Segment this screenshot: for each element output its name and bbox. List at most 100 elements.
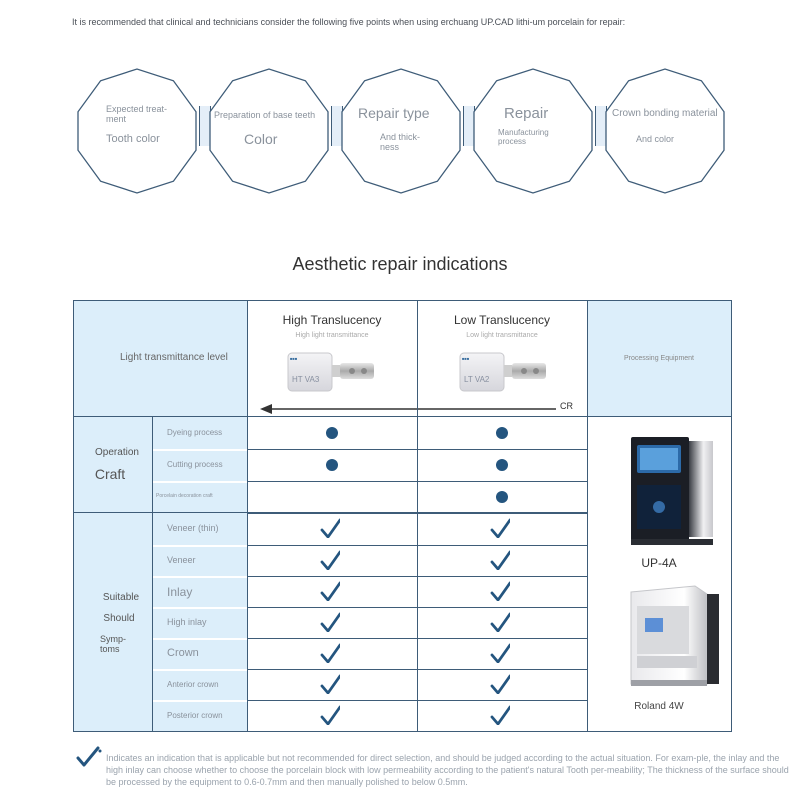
check-icon: [490, 674, 510, 694]
row-label: High inlay: [167, 617, 207, 627]
arrow-label: CR: [560, 401, 573, 411]
row-label: Veneer: [167, 555, 196, 565]
lt-block-logo: ■■■: [462, 356, 470, 361]
lt-title: Low Translucency: [453, 313, 551, 327]
header-left-label: Light transmittance level: [120, 352, 228, 363]
ht-block-label: HT VA3: [292, 375, 320, 384]
row-label: Cutting process: [167, 459, 223, 469]
row-label: Dyeing process: [167, 427, 223, 437]
footnote-text: Indicates an indication that is applicab…: [106, 753, 789, 787]
decagon-shape: [341, 68, 461, 194]
footnote-check-icon: [76, 746, 102, 768]
equipment-name-up4a: UP-4A: [641, 556, 677, 570]
check-icon: [490, 550, 510, 570]
ht-title: High Translucency: [282, 313, 382, 327]
translucency-arrow: [260, 402, 560, 414]
consideration-line1: Repair: [504, 105, 549, 122]
divider: [153, 545, 247, 547]
dot-icon: [326, 426, 338, 439]
decagon-shape: [209, 68, 329, 194]
dot-icon: [496, 490, 508, 503]
check-icon: [320, 674, 340, 694]
check-icon: [320, 581, 340, 601]
decagon-shape: [77, 68, 197, 194]
group-symptoms-line2: Should: [103, 613, 135, 624]
ht-block-logo: ■■■: [290, 356, 298, 361]
consideration-line1: Expected treat-ment: [106, 104, 168, 124]
row-label: Posterior crown: [167, 710, 223, 720]
check-icon: [320, 643, 340, 663]
divider: [417, 301, 418, 731]
lt-block-label: LT VA2: [464, 375, 490, 384]
consideration-line2: And thick-ness: [380, 132, 421, 152]
group-operation-line1: Operation: [95, 447, 139, 458]
check-star-icon: [490, 518, 510, 538]
row-label: Veneer (thin): [167, 523, 219, 533]
row-label: Porcelain decoration craft: [156, 493, 213, 499]
divider: [153, 449, 247, 451]
check-icon: [320, 705, 340, 725]
header-right-cell: [587, 301, 731, 417]
lt-ceramic-block: ■■■ LT VA2: [458, 351, 548, 395]
divider: [153, 638, 247, 640]
consideration-line2: Color: [244, 131, 278, 147]
label-column: [74, 417, 247, 731]
equipment-name-roland: Roland 4W: [634, 701, 684, 712]
divider: [153, 669, 247, 671]
divider: [153, 576, 247, 578]
decagon-shape: [473, 68, 593, 194]
dot-icon: [496, 426, 508, 439]
divider: [153, 700, 247, 702]
decagon-shape: [605, 68, 725, 194]
check-star-icon: [490, 612, 510, 632]
divider: [152, 417, 153, 731]
divider: [247, 301, 248, 731]
check-icon: [490, 705, 510, 725]
group-symptoms-line3: Symp-toms: [100, 634, 127, 654]
divider: [587, 301, 588, 731]
check-star-icon: [320, 518, 340, 538]
row-label: Crown: [167, 647, 199, 659]
consideration-line2: And color: [636, 134, 675, 144]
group-operation-line2: Craft: [94, 466, 126, 482]
ht-ceramic-block: ■■■ HT VA3: [286, 351, 376, 395]
lt-subtitle: Low light transmittance: [466, 332, 538, 339]
group-symptoms-line1: Suitable: [102, 592, 140, 603]
section-title: Aesthetic repair indications: [292, 254, 508, 274]
check-icon: [490, 643, 510, 663]
check-star-icon: [490, 581, 510, 601]
row-label: Inlay: [167, 584, 193, 599]
up4a-machine-image: [627, 435, 717, 547]
row-label: Anterior crown: [167, 679, 219, 689]
ht-subtitle: High light transmittance: [295, 332, 369, 339]
divider: [74, 416, 731, 417]
consideration-line2: Manufacturing process: [498, 128, 549, 146]
consideration-line1: Repair type: [358, 105, 430, 121]
check-icon: [320, 550, 340, 570]
header-left-cell: [74, 301, 247, 417]
consideration-line1: Crown bonding material: [612, 108, 718, 119]
roland-machine-image: [621, 584, 721, 690]
consideration-line2: Tooth color: [106, 133, 160, 145]
dot-icon: [496, 458, 508, 471]
dot-icon: [326, 458, 338, 471]
header-right-label: Processing Equipment: [623, 355, 695, 362]
divider: [153, 481, 247, 483]
divider: [74, 512, 587, 513]
indications-table: Light transmittance level High Transluce…: [73, 300, 732, 732]
check-icon: [320, 612, 340, 632]
intro-text: It is recommended that clinical and tech…: [72, 17, 626, 27]
divider: [153, 607, 247, 609]
consideration-line1: Preparation of base teeth: [214, 110, 316, 120]
